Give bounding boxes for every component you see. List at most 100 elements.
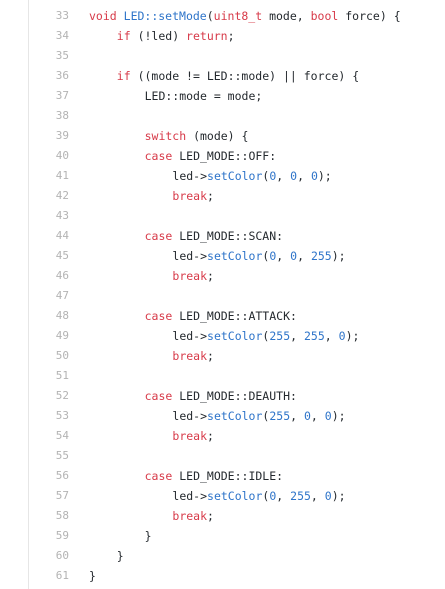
line-number: 41 bbox=[55, 169, 69, 182]
line-code: led->setColor(0, 0, 255); bbox=[172, 246, 345, 266]
line-code: break; bbox=[172, 186, 214, 206]
line-number: 49 bbox=[55, 329, 69, 342]
code-token: ; bbox=[207, 509, 214, 523]
code-token: 255 bbox=[310, 249, 332, 263]
line-code: break; bbox=[172, 266, 214, 286]
code-token: break bbox=[172, 189, 208, 203]
line-number: 60 bbox=[55, 549, 69, 562]
code-token: uint8_t bbox=[213, 9, 263, 23]
code-token: (mode) { bbox=[186, 129, 249, 143]
code-token: led-> bbox=[172, 489, 208, 503]
code-line: 61} bbox=[0, 566, 445, 586]
code-token: case bbox=[144, 229, 173, 243]
code-token: if bbox=[116, 29, 131, 43]
code-line: 48 case LED_MODE::ATTACK: bbox=[0, 306, 445, 326]
code-token: , bbox=[310, 409, 325, 423]
code-token: 0 bbox=[269, 489, 277, 503]
code-token: mode, bbox=[262, 9, 311, 23]
line-code: } bbox=[89, 566, 96, 586]
code-token: bool bbox=[310, 9, 339, 23]
code-token: , bbox=[297, 249, 311, 263]
code-token: } bbox=[89, 569, 96, 583]
code-token: case bbox=[144, 309, 173, 323]
code-token: , bbox=[276, 489, 291, 503]
code-token: LED::mode = mode; bbox=[144, 89, 263, 103]
code-token: ); bbox=[331, 409, 346, 423]
line-number: 59 bbox=[55, 529, 69, 542]
line-code: } bbox=[117, 546, 124, 566]
code-token: } bbox=[116, 549, 124, 563]
line-code: if (!led) return; bbox=[117, 26, 235, 46]
code-token: , bbox=[276, 169, 291, 183]
code-token: 0 bbox=[269, 169, 277, 183]
line-number: 43 bbox=[55, 209, 69, 222]
code-line: 52 case LED_MODE::DEAUTH: bbox=[0, 386, 445, 406]
code-token: ); bbox=[317, 169, 332, 183]
line-number: 52 bbox=[55, 389, 69, 402]
code-line: 47 bbox=[0, 286, 445, 306]
code-token: ( bbox=[262, 249, 270, 263]
code-token: ( bbox=[262, 169, 270, 183]
line-code: led->setColor(0, 0, 0); bbox=[172, 166, 331, 186]
code-line: 43 bbox=[0, 206, 445, 226]
code-token bbox=[117, 9, 124, 23]
line-number: 44 bbox=[55, 229, 69, 242]
line-number: 48 bbox=[55, 309, 69, 322]
code-token: , bbox=[297, 169, 311, 183]
code-token: setColor bbox=[207, 409, 263, 423]
code-token: , bbox=[290, 329, 304, 343]
line-number: 54 bbox=[55, 429, 69, 442]
code-token: return bbox=[186, 29, 228, 43]
code-token: ; bbox=[207, 429, 214, 443]
code-token: force) { bbox=[338, 9, 401, 23]
code-token: LED_MODE::DEAUTH: bbox=[172, 389, 297, 403]
code-token: , bbox=[276, 249, 291, 263]
line-code: led->setColor(255, 0, 0); bbox=[172, 406, 345, 426]
code-line: 39 switch (mode) { bbox=[0, 126, 445, 146]
line-number: 50 bbox=[55, 349, 69, 362]
code-line: 55 bbox=[0, 446, 445, 466]
line-code: case LED_MODE::SCAN: bbox=[145, 226, 283, 246]
line-code: case LED_MODE::IDLE: bbox=[145, 466, 283, 486]
line-number: 58 bbox=[55, 509, 69, 522]
code-line: 41 led->setColor(0, 0, 0); bbox=[0, 166, 445, 186]
code-token: ( bbox=[262, 329, 270, 343]
line-code: case LED_MODE::OFF: bbox=[145, 146, 277, 166]
code-token: 0 bbox=[310, 169, 318, 183]
line-number: 39 bbox=[55, 129, 69, 142]
code-token: LED::setMode bbox=[123, 9, 207, 23]
code-line: 44 case LED_MODE::SCAN: bbox=[0, 226, 445, 246]
code-token: LED_MODE::IDLE: bbox=[172, 469, 284, 483]
code-token: 255 bbox=[269, 329, 291, 343]
code-token: ); bbox=[331, 489, 346, 503]
line-code: led->setColor(255, 255, 0); bbox=[172, 326, 359, 346]
line-code: break; bbox=[172, 506, 214, 526]
line-code: case LED_MODE::ATTACK: bbox=[145, 306, 297, 326]
code-token: case bbox=[144, 389, 173, 403]
code-token: (!led) bbox=[130, 29, 187, 43]
code-token: 0 bbox=[290, 169, 298, 183]
code-token: ; bbox=[207, 189, 214, 203]
line-code: break; bbox=[172, 346, 214, 366]
line-code: break; bbox=[172, 426, 214, 446]
code-token: break bbox=[172, 269, 208, 283]
line-number: 38 bbox=[55, 109, 69, 122]
code-line: 60} bbox=[0, 546, 445, 566]
code-token: void bbox=[89, 9, 117, 23]
code-line: 50 break; bbox=[0, 346, 445, 366]
line-code: led->setColor(0, 255, 0); bbox=[172, 486, 345, 506]
code-token: switch bbox=[144, 129, 187, 143]
line-number: 61 bbox=[55, 569, 69, 582]
code-token: , bbox=[310, 489, 325, 503]
